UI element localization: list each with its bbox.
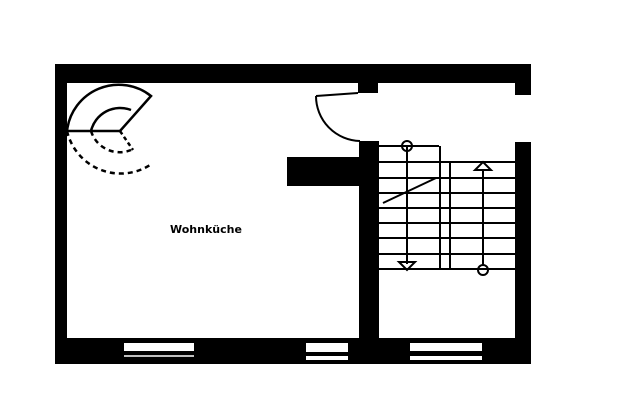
window-2 <box>306 343 348 352</box>
window-3 <box>410 343 482 351</box>
room-label-kitchen: Wohnküche <box>170 223 242 236</box>
chimney-block <box>287 157 359 186</box>
top-wall-right <box>378 64 531 83</box>
partition-wall <box>359 141 379 364</box>
left-wall <box>55 64 67 364</box>
top-wall-left <box>55 64 320 83</box>
windows <box>124 343 482 360</box>
right-wall <box>515 142 531 364</box>
window-1 <box>124 343 194 351</box>
door-jamb-top <box>358 83 378 93</box>
spiral-stair-icon <box>65 83 153 175</box>
door-swing-icon <box>315 92 361 142</box>
right-wall-stub-top <box>515 83 531 95</box>
staircase-icon <box>379 140 515 276</box>
